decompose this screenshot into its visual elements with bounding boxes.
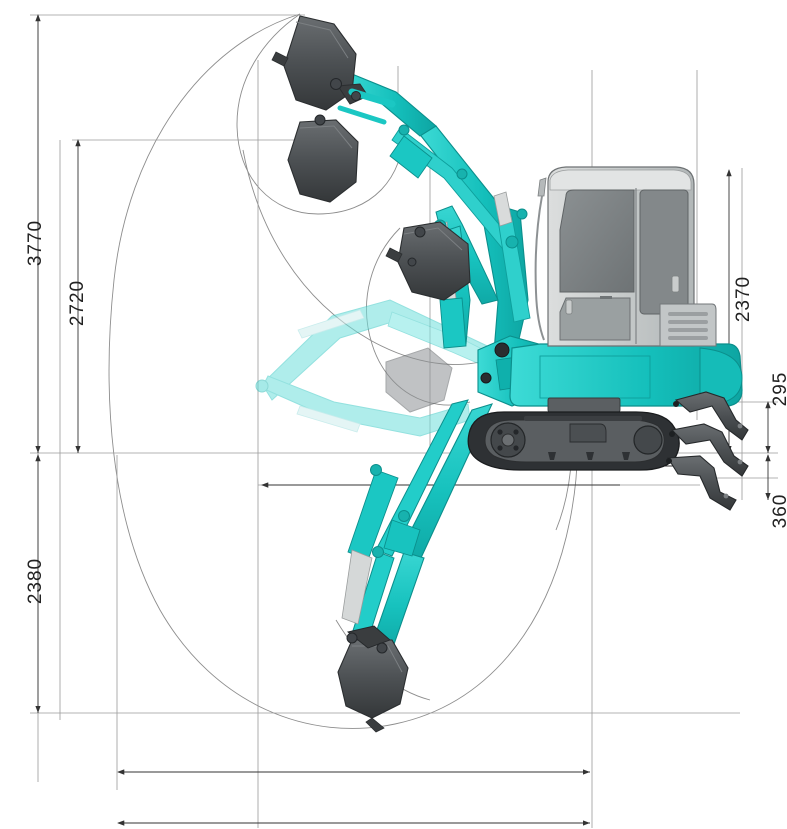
operator-cab <box>534 166 717 347</box>
lower-arm-assembly <box>337 399 494 733</box>
dim-label-2380: 2380 <box>25 557 46 605</box>
upper-boom-assembly <box>271 15 531 353</box>
dim-label-360: 360 <box>770 493 787 529</box>
dozer-blade-assembly <box>666 391 749 511</box>
dim-label-295: 295 <box>770 371 787 407</box>
track-undercarriage <box>467 411 680 471</box>
construction-lines <box>30 14 778 828</box>
dim-label-2370: 2370 <box>733 275 754 323</box>
dim-label-2720: 2720 <box>67 279 88 327</box>
engine-vent-louvers <box>659 303 717 347</box>
machine-house <box>509 343 743 413</box>
dim-label-3770: 3770 <box>25 219 46 267</box>
